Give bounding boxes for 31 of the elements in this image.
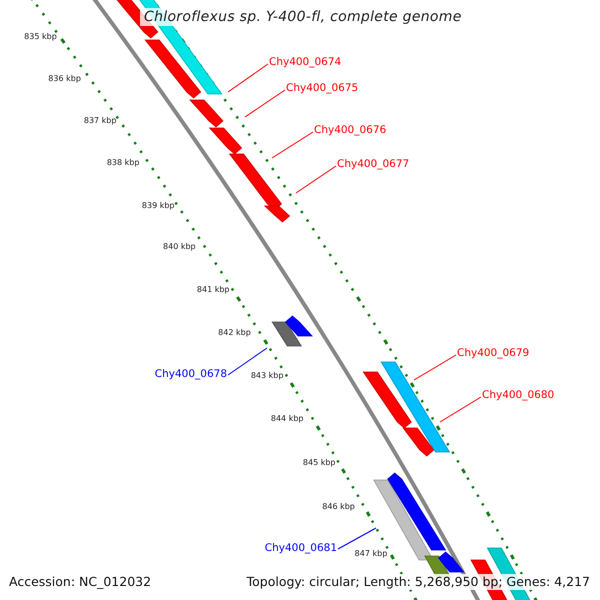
scale-label: 842 kbp (218, 328, 251, 338)
scale-label: 839 kbp (142, 201, 174, 211)
gene-label: Chy400_0674 (269, 56, 342, 68)
genome-summary: Topology: circular; Length: 5,268,950 bp; Genes: 4,217 (246, 574, 590, 590)
leader-line (414, 354, 456, 380)
scale-label: 846 kbp (322, 502, 355, 512)
gene-label: Chy400_0679 (457, 347, 530, 359)
leader-line (272, 132, 314, 158)
scale-label: 845 kbp (302, 458, 336, 468)
scale-label: 840 kbp (163, 242, 196, 252)
leader-line (244, 90, 286, 118)
scale-label: 838 kbp (106, 158, 140, 168)
scale-label: 836 kbp (48, 74, 81, 84)
gene-label: Chy400_0681 (264, 542, 337, 554)
gene-label: Chy400_0677 (337, 158, 410, 170)
accession-text: Accession: NC_012032 (9, 574, 152, 590)
scale-label: 843 kbp (250, 371, 284, 381)
scale-label: 837 kbp (84, 116, 116, 126)
gene-label: Chy400_0675 (286, 82, 358, 94)
leader-line (228, 64, 268, 92)
gene-label: Chy400_0680 (482, 389, 554, 401)
gene-label: Chy400_0676 (314, 124, 386, 136)
leader-line (338, 528, 376, 550)
leader-line (440, 396, 482, 422)
scale-label: 841 kbp (196, 285, 230, 295)
leader-line (296, 166, 336, 194)
scale-label: 844 kbp (270, 414, 304, 424)
scale-label: 835 kbp (24, 32, 57, 42)
leader-line (228, 348, 268, 376)
scale-label: 847 kbp (354, 549, 388, 559)
gene-label: Chy400_0678 (154, 368, 227, 380)
